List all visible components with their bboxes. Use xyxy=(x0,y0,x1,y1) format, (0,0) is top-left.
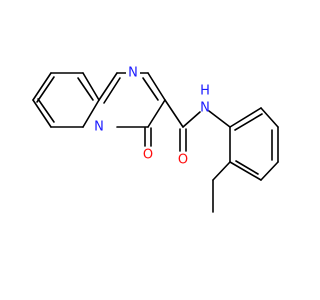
bond xyxy=(212,161,231,181)
bond xyxy=(235,160,259,175)
bond xyxy=(142,77,159,101)
bond xyxy=(77,77,94,101)
bond xyxy=(208,110,231,128)
bond xyxy=(229,107,262,128)
bond xyxy=(82,99,100,128)
atom-n-ring-bridge: N xyxy=(94,120,104,135)
bond xyxy=(260,107,279,128)
bond xyxy=(98,72,118,101)
bond xyxy=(32,72,52,101)
bond xyxy=(147,72,166,101)
molecule-diagram: N N O O N H xyxy=(32,64,279,213)
atom-n-ring-top: N xyxy=(128,66,138,81)
atom-n-amide: N xyxy=(200,101,210,116)
bond xyxy=(103,77,121,104)
bonds xyxy=(32,72,279,213)
bond xyxy=(229,161,262,181)
bond xyxy=(260,161,279,181)
bond xyxy=(36,76,55,103)
atom-h-amide: H xyxy=(200,84,210,99)
bond xyxy=(234,113,263,131)
bond xyxy=(147,99,166,128)
atom-labels: N N O O N H xyxy=(92,64,210,168)
bond xyxy=(37,98,55,123)
bond xyxy=(82,72,100,101)
bond xyxy=(164,99,184,128)
bond xyxy=(182,111,201,128)
bond xyxy=(32,99,52,128)
atom-o-keto: O xyxy=(143,148,153,163)
atom-o-amide: O xyxy=(178,153,188,168)
structure-canvas: N N O O N H xyxy=(32,64,279,213)
